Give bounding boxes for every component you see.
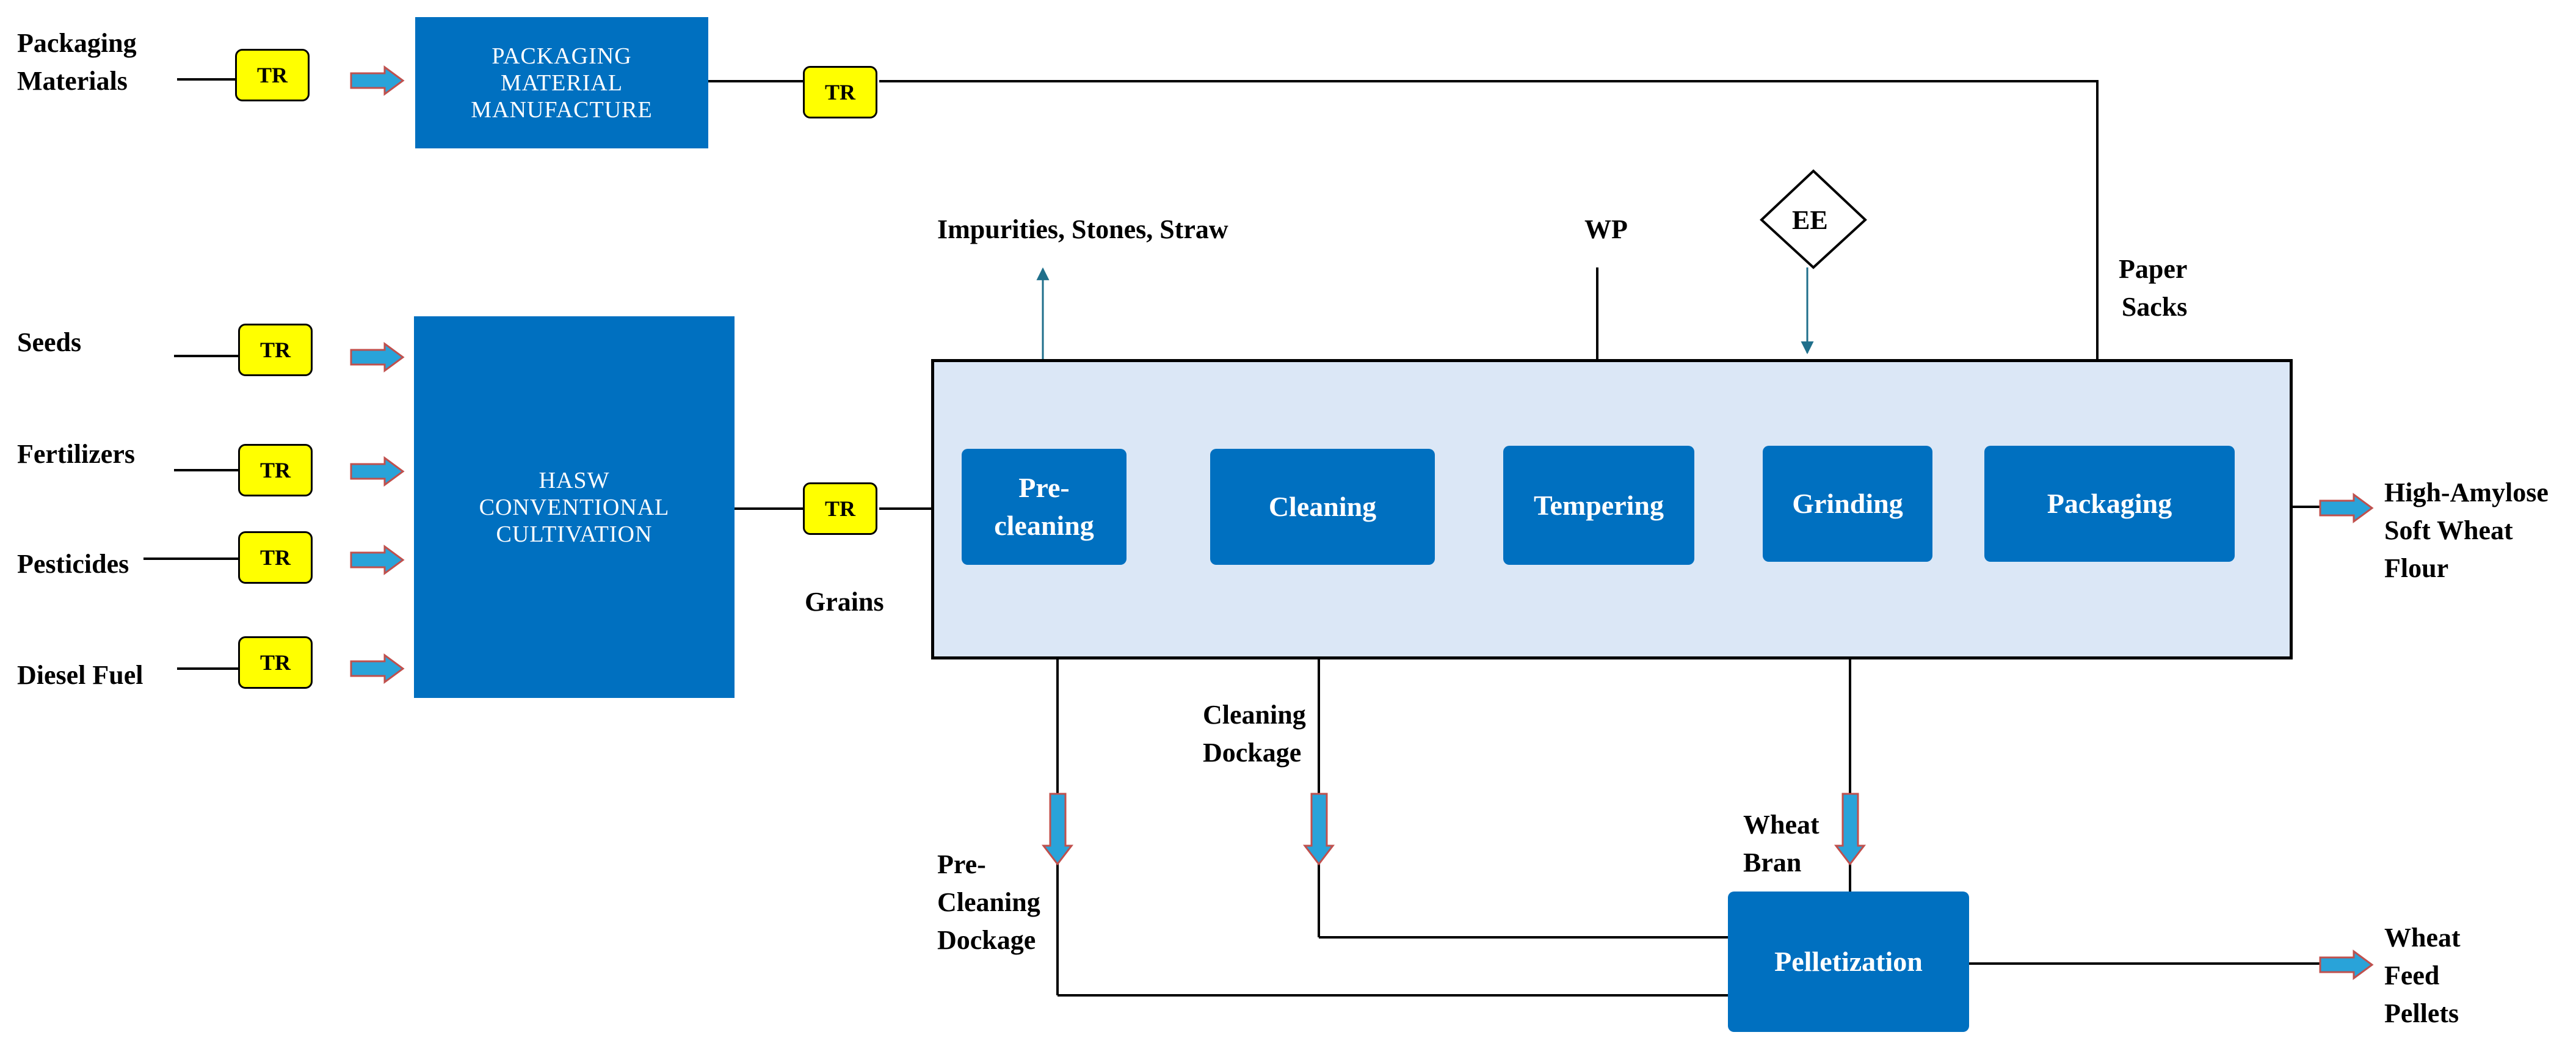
transport-marker: TR [238,636,313,689]
output-flour: High-Amylose Soft Wheat Flour [2384,478,2549,583]
packaging-box: Packaging [1984,446,2235,562]
input-packaging-materials: Packaging Materials [17,28,137,96]
label-pre-cleaning-dockage: Pre- Cleaning Dockage [937,849,1040,955]
transport-marker: TR [803,482,877,535]
label-wp: WP [1584,214,1628,244]
grinding-box: Grinding [1763,446,1932,562]
transport-marker: TR [238,531,313,584]
pre-cleaning-box: Pre- cleaning [962,449,1127,565]
label-cleaning-dockage: Cleaning Dockage [1203,700,1306,768]
output-pellets: Wheat Feed Pellets [2384,923,2461,1028]
transport-marker: TR [238,324,313,376]
pelletization-box: Pelletization [1728,892,1969,1032]
cleaning-box: Cleaning [1210,449,1435,565]
packaging-material-manufacture-box: PACKAGING MATERIAL MANUFACTURE [415,17,708,148]
label-paper-sacks: Paper Sacks [2119,254,2188,322]
input-seeds: Seeds [17,327,82,357]
label-ee: EE [1792,205,1828,235]
transport-marker: TR [235,49,310,101]
label-wheat-bran: Wheat Bran [1743,810,1820,877]
label-grains: Grains [805,587,884,617]
transport-marker: TR [238,444,313,496]
input-fertilizers: Fertilizers [17,439,135,469]
ee-diamond [1760,169,1867,269]
label-impurities: Impurities, Stones, Straw [937,214,1228,244]
cultivation-box: HASW CONVENTIONAL CULTIVATION [414,316,735,698]
input-pesticides: Pesticides [17,549,129,579]
transport-marker: TR [803,66,877,118]
tempering-box: Tempering [1503,446,1694,565]
input-diesel-fuel: Diesel Fuel [17,660,143,690]
